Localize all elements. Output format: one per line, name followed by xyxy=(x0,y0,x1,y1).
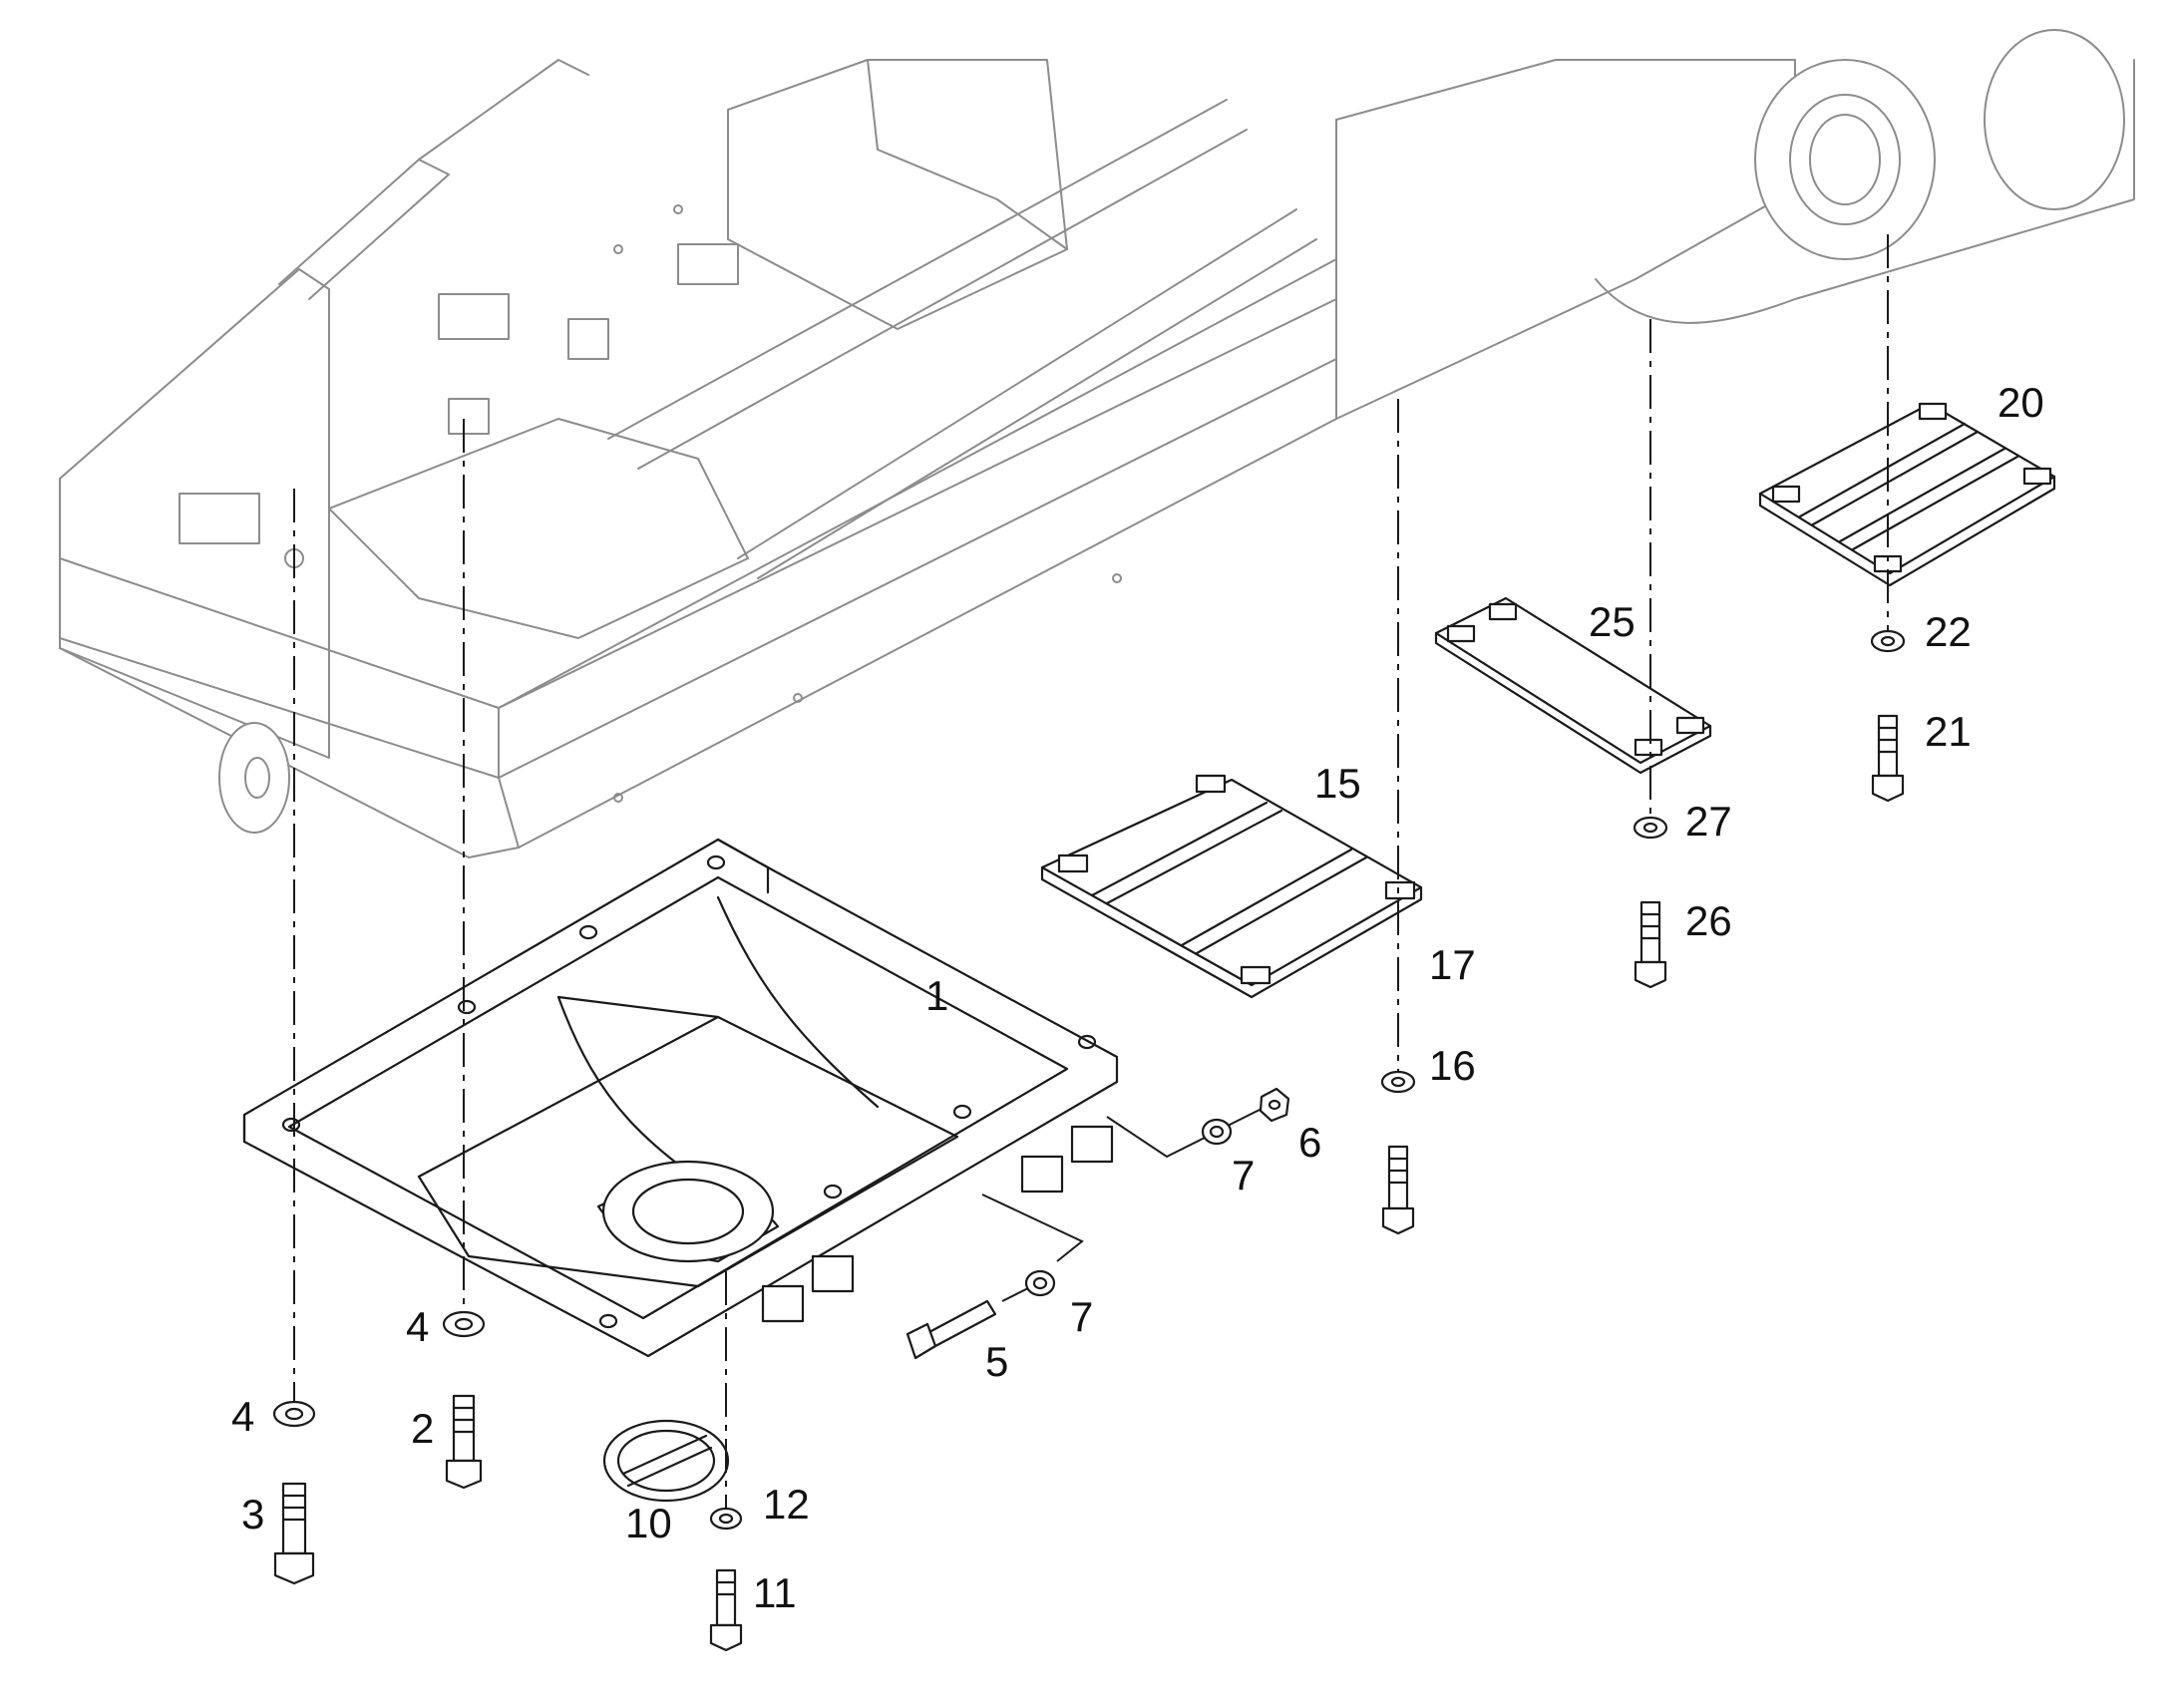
callout-16: 16 xyxy=(1429,1042,1476,1089)
chassis-frame xyxy=(59,29,2135,858)
callout-4b: 4 xyxy=(406,1303,429,1350)
callout-2: 2 xyxy=(411,1405,434,1452)
callout-3: 3 xyxy=(241,1491,264,1537)
callout-6: 6 xyxy=(1298,1119,1321,1166)
callout-21: 21 xyxy=(1925,708,1972,755)
callout-1: 1 xyxy=(925,972,948,1019)
callout-25: 25 xyxy=(1589,598,1635,645)
callout-10: 10 xyxy=(625,1500,672,1546)
fasteners xyxy=(272,629,1906,1652)
callout-labels: 1 2 3 4 4 5 6 7 7 10 11 12 15 16 17 20 2… xyxy=(231,379,2044,1616)
callout-11: 11 xyxy=(753,1569,797,1616)
part-1-subframe xyxy=(242,838,1119,1358)
callout-26: 26 xyxy=(1685,897,1732,944)
callout-5: 5 xyxy=(985,1338,1008,1385)
callout-27: 27 xyxy=(1685,798,1732,845)
callout-4a: 4 xyxy=(231,1393,254,1440)
callout-7a: 7 xyxy=(1232,1152,1255,1198)
part-20-pad xyxy=(1758,402,2056,587)
part-25-plate xyxy=(1434,596,1712,775)
center-lines xyxy=(293,234,1889,1521)
callout-17: 17 xyxy=(1429,941,1476,988)
part-15-pad xyxy=(1040,774,1423,999)
callout-20: 20 xyxy=(1998,379,2044,426)
part-10-ring-plate xyxy=(602,1419,730,1503)
callout-12: 12 xyxy=(763,1481,810,1528)
callout-15: 15 xyxy=(1314,760,1361,807)
callout-22: 22 xyxy=(1925,608,1972,655)
callout-7b: 7 xyxy=(1070,1293,1093,1340)
